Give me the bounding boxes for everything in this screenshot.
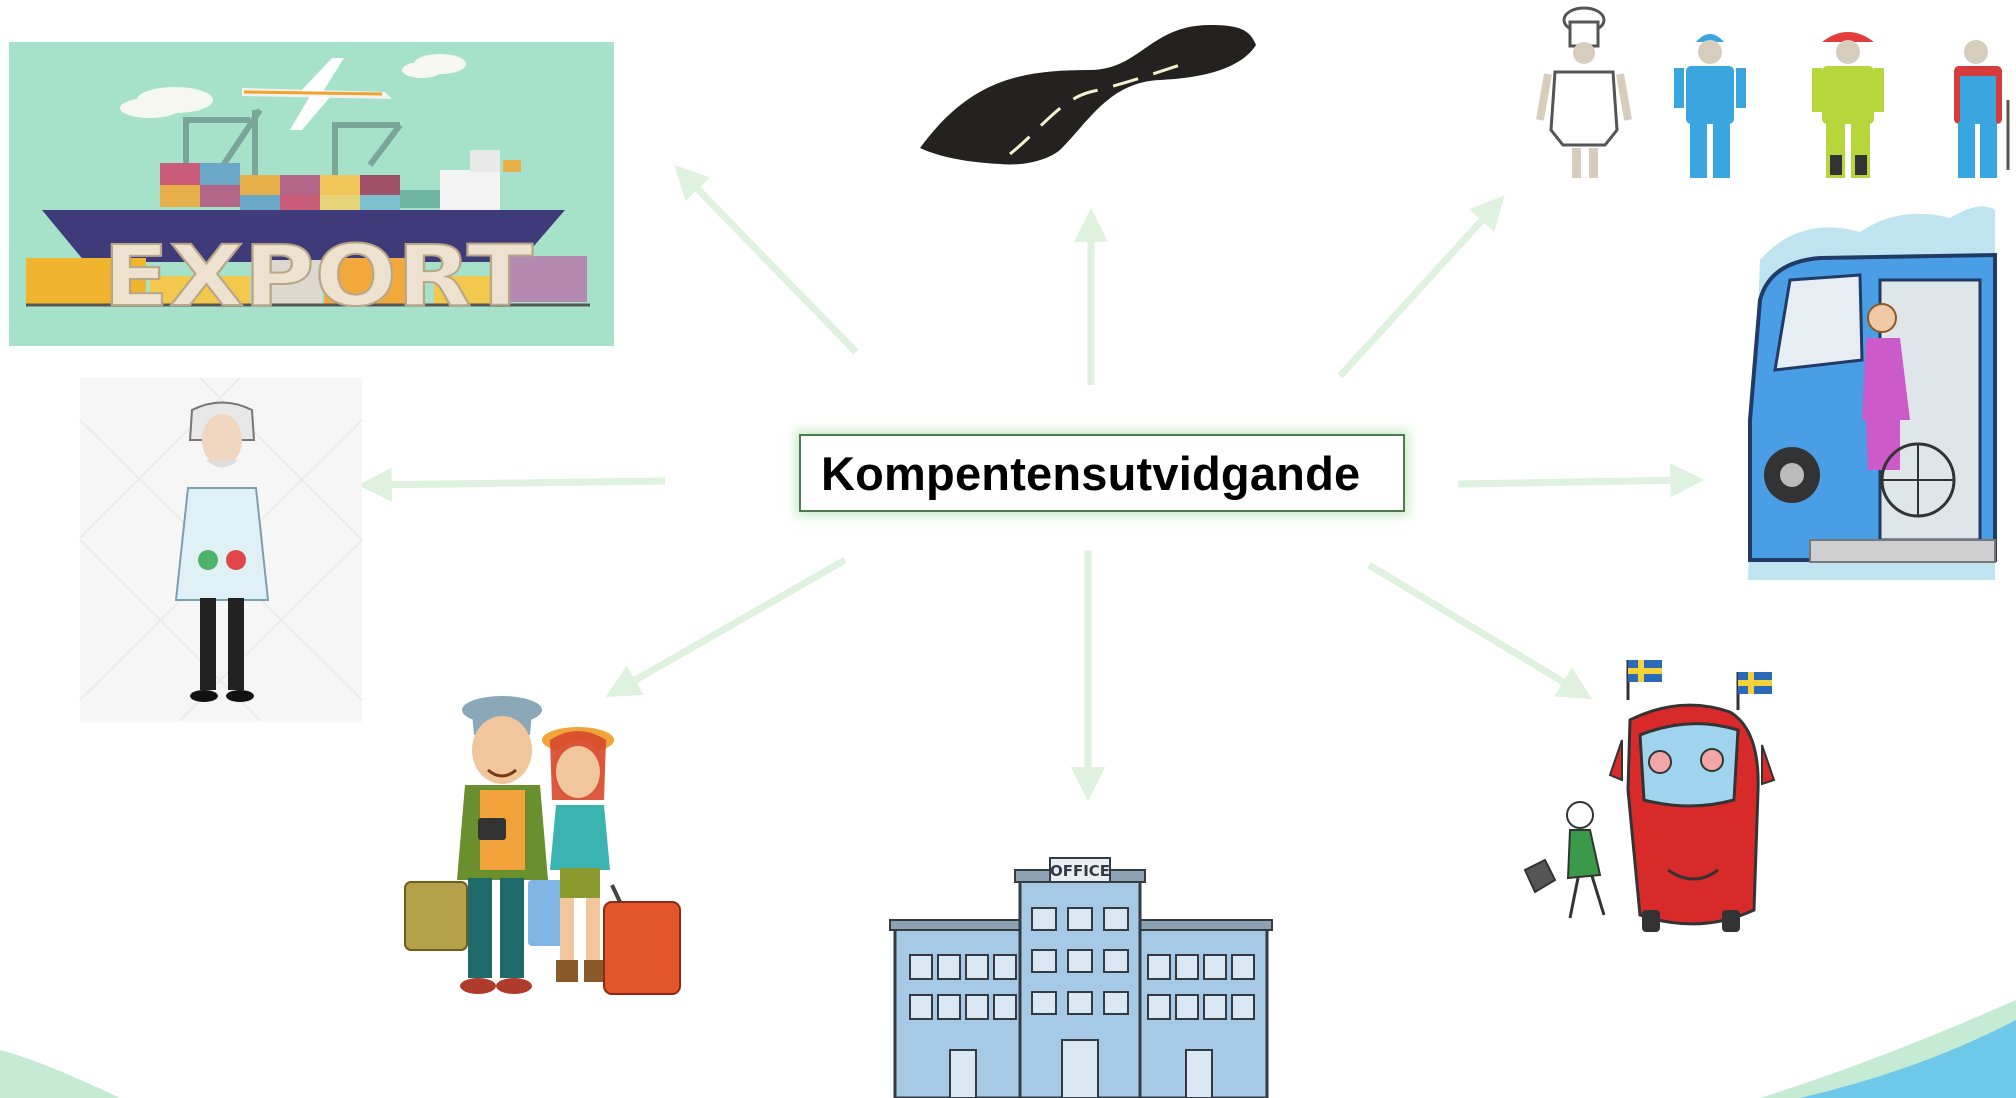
arrow-to-tourists xyxy=(605,556,847,698)
workers-in-uniforms-illustration xyxy=(1536,6,2010,178)
wheelchair-van-illustration xyxy=(1748,206,1997,580)
office-sign-text: OFFICE xyxy=(1050,862,1110,880)
tourist-girl xyxy=(542,727,681,995)
arrow-to-export xyxy=(674,164,859,355)
arrow-to-van xyxy=(1457,463,1705,498)
arrow-to-workers xyxy=(1337,195,1505,379)
tourist-boy xyxy=(404,696,570,994)
airplane-icon xyxy=(242,58,392,130)
tourists-with-luggage-illustration xyxy=(404,696,681,995)
medical-worker-figure xyxy=(1674,34,1746,178)
arrow-to-scientist xyxy=(357,467,666,502)
arrows xyxy=(357,164,1705,802)
yellow-suit-worker-figure xyxy=(1812,32,1884,178)
running-person-icon xyxy=(1523,801,1606,919)
person-in-wheelchair-icon xyxy=(1862,303,1956,518)
scientist-illustration xyxy=(79,377,363,722)
overalls-worker-figure xyxy=(1954,40,2010,178)
swedish-flag-icon xyxy=(1626,660,1662,700)
export-cargo-ship-illustration: EXPORT xyxy=(9,42,614,346)
central-concept-box: Kompentensutvidgande xyxy=(799,434,1405,512)
swedish-flag-icon xyxy=(1736,672,1772,710)
bottom-wave-decoration xyxy=(0,1000,2016,1098)
export-text: EXPORT xyxy=(103,227,533,325)
central-concept-label: Kompentensutvidgande xyxy=(821,446,1361,500)
red-bus-with-flags-illustration xyxy=(1523,660,1776,932)
arrow-to-bus xyxy=(1367,562,1593,700)
office-building-illustration: OFFICE xyxy=(889,857,1273,1098)
winding-road-illustration xyxy=(920,25,1256,165)
chef-figure xyxy=(1536,6,1632,178)
